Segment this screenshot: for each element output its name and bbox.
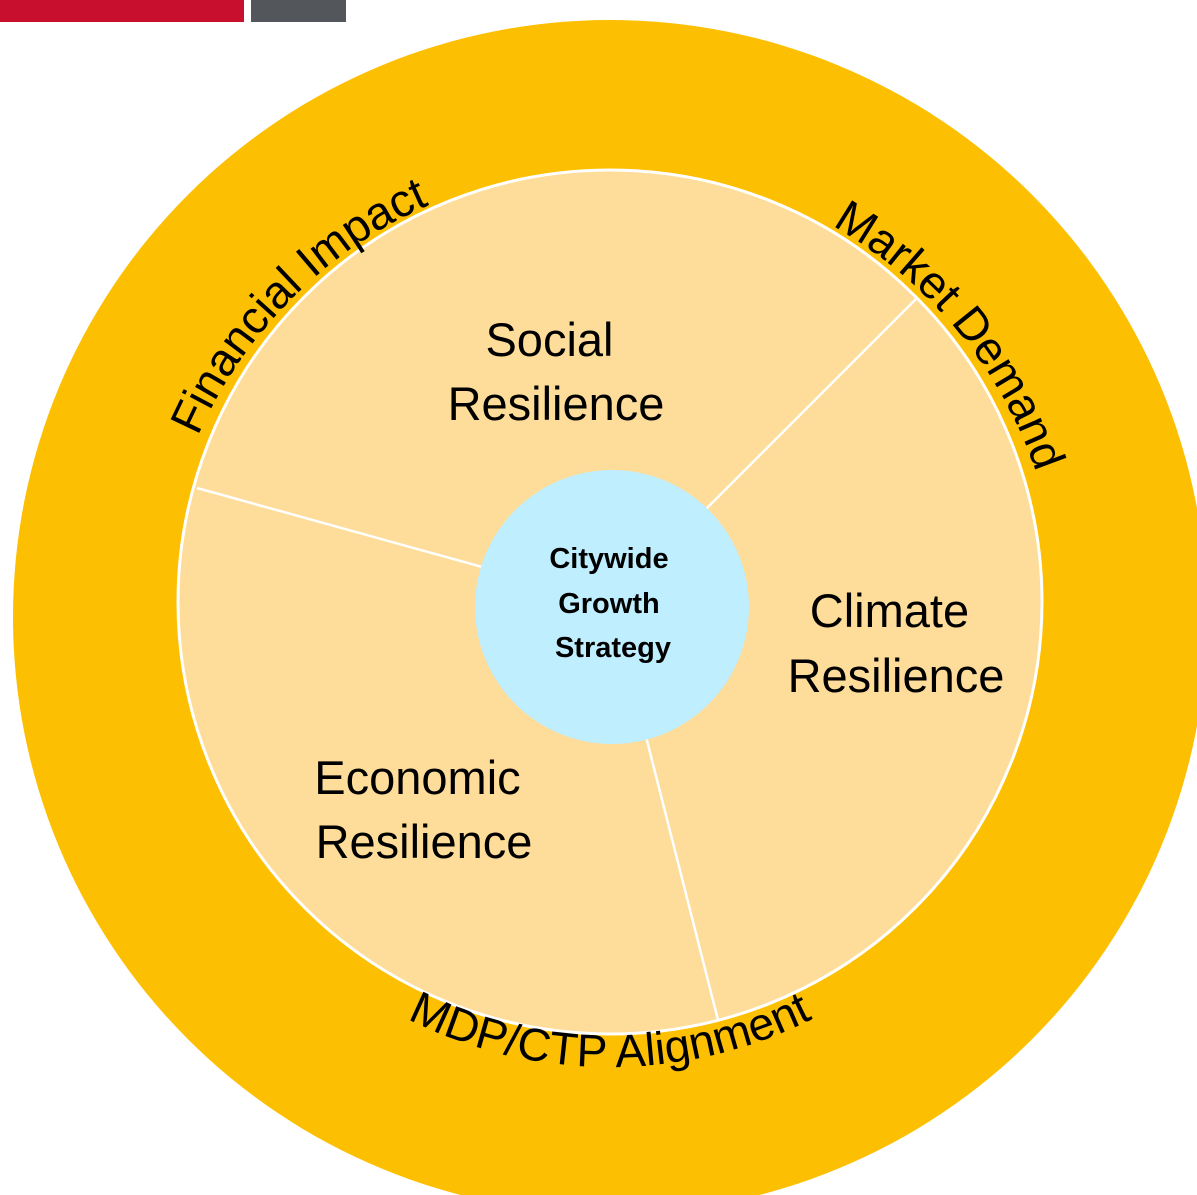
segment-label-economic-line-1: Economic (314, 751, 520, 804)
core-circle (475, 470, 749, 744)
header-red-block (0, 0, 244, 22)
segment-label-climate: Climate Resilience (788, 584, 1005, 702)
header-grey-block (251, 0, 346, 22)
core-label: Citywide Growth Strategy (549, 543, 676, 664)
segment-label-social: Social Resilience (448, 313, 665, 430)
segment-label-economic: Economic Resilience (314, 751, 533, 868)
segment-label-social-line-1: Social (485, 313, 613, 366)
segment-label-climate-line-1: Climate (810, 584, 969, 637)
core-label-line-2: Growth (558, 588, 660, 620)
segment-label-climate-line-2: Resilience (788, 649, 1005, 702)
core-label-line-3: Strategy (555, 632, 671, 664)
core-label-line-1: Citywide (549, 543, 668, 575)
segment-label-economic-line-2: Resilience (316, 815, 533, 868)
segment-label-social-line-2: Resilience (448, 377, 665, 430)
